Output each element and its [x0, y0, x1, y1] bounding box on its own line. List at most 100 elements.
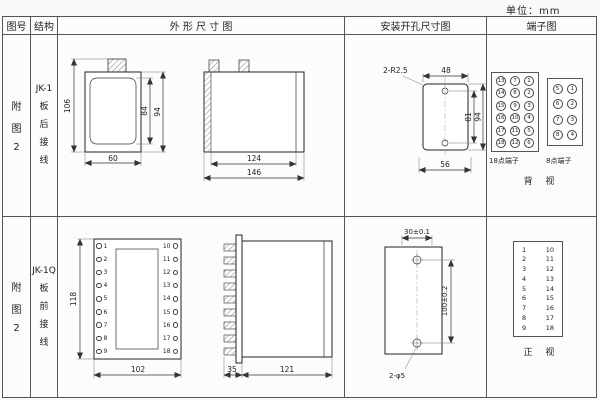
terminal-number: 3 [522, 265, 527, 273]
table-header-row: 图号 结构 外 形 尺 寸 图 安装开孔尺寸图 端子图 [3, 17, 596, 35]
terminal-circle [172, 309, 178, 315]
terminal-circle [96, 256, 102, 263]
structure-line: 线 [39, 337, 49, 348]
terminal-8-label: 8点端子 [546, 157, 572, 165]
terminal-number: 4 [522, 274, 527, 283]
terminal-18-label: 18点端子 [489, 157, 519, 165]
terminal-item: 4 [96, 279, 107, 292]
terminal-point: 4 [524, 113, 534, 124]
terminal-item: 1 [96, 240, 107, 253]
terminal-item: 12 [163, 266, 178, 279]
terminal-item: 16 [163, 319, 178, 332]
terminal-circle [96, 269, 102, 276]
fig-char: 2 [13, 141, 20, 153]
terminal-number: 16 [545, 304, 554, 312]
terminal-point: 12 [510, 138, 520, 149]
terminal-circle [172, 243, 178, 249]
terminal-circle [172, 296, 178, 302]
dim-label: 30±0.1 [404, 228, 430, 236]
install-drawing-jk1q: 30±0.1 100±0.2 2-φ5 [384, 228, 455, 380]
terminal-item: 8 [96, 332, 107, 345]
fig-char: 图 [11, 305, 22, 317]
terminal-circle [96, 348, 102, 355]
dim-label: 84 [140, 106, 149, 116]
terminal-point: 4 [567, 129, 578, 140]
terminal-item: 7 [96, 319, 107, 332]
terminal-number: 2 [522, 255, 527, 264]
terminal-circle [172, 282, 178, 289]
terminal-item: 14 [163, 292, 178, 305]
mounting-plate [384, 246, 443, 354]
dim-label: 102 [131, 365, 146, 374]
dim-label: 100±0.2 [441, 285, 449, 315]
terminal-point: 1 [524, 75, 534, 86]
unit-label: 单位：mm [506, 6, 561, 17]
structure-line: 板 [39, 102, 49, 113]
front-view-plate [93, 238, 182, 359]
terminal-circle [96, 335, 102, 342]
fig-no-cell-2: 附图 2 [3, 216, 31, 397]
terminal-circle [172, 348, 178, 355]
terminal-point: 15 [496, 100, 506, 111]
structure-line: 线 [39, 156, 49, 167]
front-view-case [84, 58, 142, 153]
fig-char: 附 [11, 283, 22, 295]
terminal-circle [96, 309, 102, 315]
terminal-point: 13 [496, 75, 506, 86]
dim-label: 94 [474, 112, 483, 122]
view-label-front: 正 视 [523, 347, 560, 358]
install-cell-1: 2-R2.5 48 81 94 56 [345, 35, 487, 216]
structure-line: 后 [39, 120, 49, 131]
terminal-circle [172, 256, 178, 263]
header-fig-no: 图号 [3, 17, 31, 34]
dim-label: 35 [227, 365, 237, 374]
side-view-body [223, 234, 333, 363]
header-outline: 外 形 尺 寸 图 [58, 17, 345, 34]
terminal-point: 2 [567, 99, 578, 110]
dim-label: 56 [440, 160, 450, 169]
terminal-point: 9 [510, 100, 520, 111]
dim-label: 106 [63, 99, 72, 114]
terminal-number: 8 [522, 313, 527, 322]
dim-label: 146 [247, 168, 262, 177]
structure-line: 前 [39, 301, 49, 312]
structure-line: JK-1Q [32, 265, 56, 276]
terminal-number: 12 [545, 265, 554, 273]
terminal-number: 11 [545, 255, 554, 264]
terminal-point: 2 [524, 88, 534, 99]
terminal-point: 17 [496, 125, 506, 136]
install-drawing-jk1: 2-R2.5 48 81 94 56 [383, 66, 486, 173]
terminal-point: 6 [552, 99, 563, 110]
terminal-item: 9 [96, 345, 107, 358]
structure-line: 接 [39, 319, 49, 330]
terminal-point: 8 [510, 88, 520, 99]
view-label-rear: 背 视 [523, 177, 560, 187]
dim-label: 48 [441, 66, 451, 75]
terminal-point: 3 [567, 114, 578, 125]
terminal-point: 3 [524, 100, 534, 111]
corner-radius-note: 2-R2.5 [383, 66, 408, 75]
outline-cell-2: 118 102 [58, 216, 345, 397]
side-view-case [203, 59, 305, 153]
terminal-circle [96, 282, 102, 289]
terminal-point: 14 [496, 88, 506, 99]
terminal-point: 7 [510, 75, 520, 86]
outline-drawing-jk1q: 118 102 [69, 234, 333, 378]
terminal-number: 7 [522, 304, 527, 312]
terminal-number: 13 [545, 274, 554, 283]
header-structure: 结构 [31, 17, 58, 34]
terminal-point: 1 [567, 84, 578, 95]
fig-char: 2 [13, 323, 20, 335]
terminal-point: 7 [552, 114, 563, 125]
